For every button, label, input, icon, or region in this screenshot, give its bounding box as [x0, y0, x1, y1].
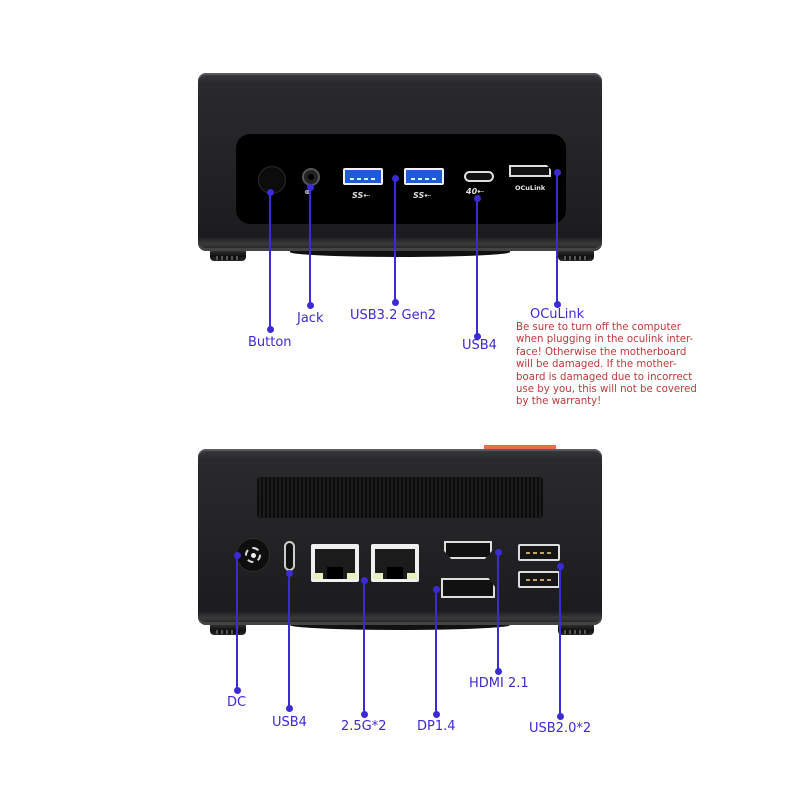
front-right-foot — [558, 249, 594, 261]
back-right-foot — [558, 623, 594, 635]
orange-tab — [484, 445, 556, 451]
callout-dot-jack — [307, 184, 314, 191]
callout-dot-jack-end — [307, 302, 314, 309]
callout-dot-dc — [234, 552, 241, 559]
callout-line-usb4-rear — [288, 573, 290, 708]
usb4-40g-logo: 40⇠ — [466, 187, 484, 196]
callout-dot-usb4 — [474, 195, 481, 202]
label-usb4-front: USB4 — [462, 338, 497, 353]
usb2-port-2 — [518, 571, 560, 588]
usb4-port-rear — [284, 541, 295, 571]
ethernet-port-1 — [311, 544, 359, 582]
callout-dot-button — [267, 189, 274, 196]
callout-dot-usb32 — [392, 175, 399, 182]
callout-dot-dp — [433, 586, 440, 593]
label-hdmi21: HDMI 2.1 — [469, 676, 529, 691]
label-usb4-rear: USB4 — [272, 715, 307, 730]
callout-line-usb4 — [476, 198, 478, 336]
label-2-5g-lan: 2.5G*2 — [341, 719, 387, 734]
label-usb20: USB2.0*2 — [529, 721, 592, 736]
callout-line-oculink — [556, 172, 558, 304]
front-io-panel — [236, 134, 566, 224]
oculink-warning-text: Be sure to turn off the computer when pl… — [516, 322, 697, 408]
callout-line-dp — [435, 589, 437, 714]
superspeed-logo-1: SS⇠ — [352, 191, 370, 200]
back-base — [290, 620, 510, 630]
callout-line-jack — [309, 187, 311, 306]
callout-line-dc — [236, 555, 238, 689]
callout-dot-dp-end — [433, 711, 440, 718]
dc-power-jack — [236, 538, 270, 572]
callout-line-button — [269, 192, 271, 330]
callout-dot-usb32-end — [392, 299, 399, 306]
callout-dot-usb2-end — [557, 713, 564, 720]
callout-dot-usb4-end — [474, 333, 481, 340]
usb2-port-1 — [518, 544, 560, 561]
air-vent-grille — [257, 477, 543, 518]
label-usb32-gen2: USB3.2 Gen2 — [350, 308, 437, 323]
label-dp14: DP1.4 — [417, 719, 456, 734]
callout-dot-hdmi — [495, 549, 502, 556]
callout-line-usb32 — [394, 178, 396, 302]
callout-dot-usb4-rear — [286, 570, 293, 577]
callout-dot-usb4-rear-end — [286, 705, 293, 712]
displayport-port — [441, 578, 495, 598]
ethernet-port-2 — [371, 544, 419, 582]
usb4-port-front — [464, 171, 494, 182]
usb3-port-2 — [404, 168, 444, 185]
callout-line-lan — [363, 580, 365, 714]
callout-dot-oculink-end — [554, 301, 561, 308]
oculink-port-caption: OCuLink — [515, 184, 546, 192]
callout-dot-button-end — [267, 326, 274, 333]
hdmi-port — [444, 541, 492, 559]
label-dc: DC — [227, 695, 247, 710]
label-button: Button — [248, 335, 292, 350]
label-jack: Jack — [297, 311, 324, 326]
oculink-port — [509, 165, 551, 177]
front-left-foot — [210, 249, 246, 261]
callout-dot-hdmi-end — [495, 668, 502, 675]
audio-jack — [302, 168, 320, 186]
headphone-icon: ⚭ — [303, 186, 313, 199]
callout-dot-lan — [361, 577, 368, 584]
usb3-port-1 — [343, 168, 383, 185]
callout-dot-dc-end — [234, 687, 241, 694]
callout-line-hdmi — [497, 552, 499, 671]
superspeed-logo-2: SS⇠ — [413, 191, 431, 200]
callout-line-usb2 — [559, 566, 561, 716]
label-oculink: OCuLink — [530, 307, 585, 322]
callout-dot-oculink — [554, 169, 561, 176]
callout-dot-usb2 — [557, 563, 564, 570]
front-base — [290, 247, 510, 257]
callout-dot-lan-end — [361, 711, 368, 718]
back-chassis — [198, 449, 602, 625]
